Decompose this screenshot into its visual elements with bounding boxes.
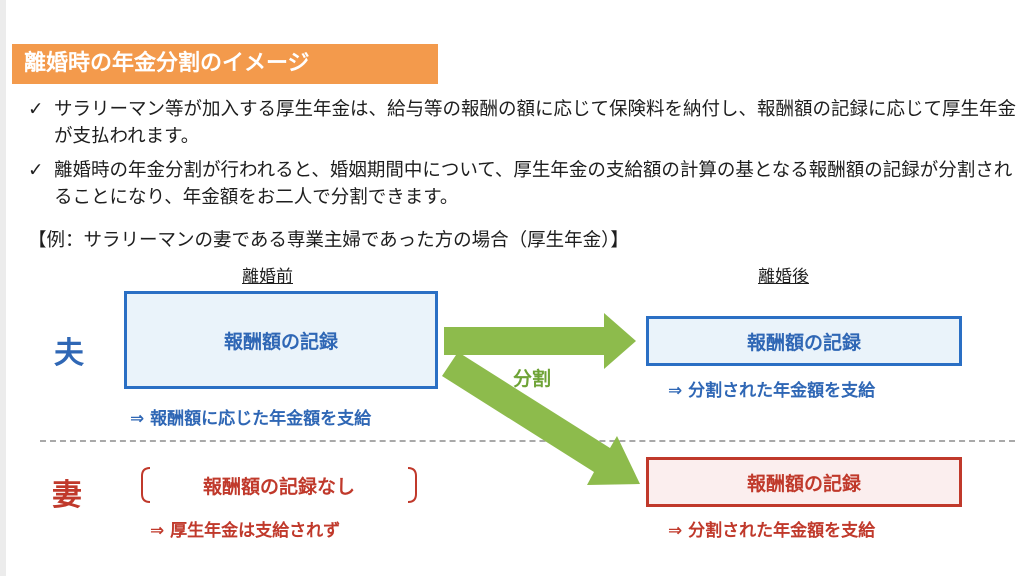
wife-before-note: ⇒ 厚生年金は支給されず: [150, 521, 341, 541]
wife-after-record-text: 報酬額の記録: [746, 472, 861, 495]
bullet-text: サラリーマン等が加入する厚生年金は、給与等の報酬の額に応じて保険料を納付し、報酬…: [54, 99, 1017, 147]
bullet-item: ✓ 離婚時の年金分割が行われると、婚姻期間中について、厚生年金の支給額の計算の基…: [28, 157, 1018, 211]
before-divorce-heading: 離婚前: [242, 267, 293, 287]
husband-after-note: ⇒ 分割された年金額を支給: [668, 381, 876, 401]
dashed-divider: [40, 440, 1015, 442]
husband-after-record-text: 報酬額の記録: [746, 331, 861, 354]
husband-label: 夫: [54, 336, 84, 371]
wife-no-record-text: 報酬額の記録なし: [202, 475, 355, 498]
bracket-icon: [141, 467, 417, 503]
wife-after-note: ⇒ 分割された年金額を支給: [668, 521, 876, 541]
example-heading: 【例：サラリーマンの妻である専業主婦であった方の場合（厚生年金）】: [28, 230, 629, 251]
split-label: 分割: [513, 368, 552, 390]
bullet-text: 離婚時の年金分割が行われると、婚姻期間中について、厚生年金の支給額の計算の基とな…: [54, 160, 1013, 208]
bullet-item: ✓ サラリーマン等が加入する厚生年金は、給与等の報酬の額に応じて保険料を納付し、…: [28, 96, 1018, 150]
checkmark-icon: ✓: [28, 160, 44, 181]
husband-record-box-before: 報酬額の記録: [124, 291, 438, 389]
husband-record-box-after: 報酬額の記録: [646, 316, 962, 366]
arrow-to-wife-icon: [442, 352, 640, 485]
wife-no-record-bracket: 報酬額の記録なし: [140, 466, 418, 504]
left-margin-rule: [0, 0, 6, 576]
section-title: 離婚時の年金分割のイメージ: [12, 44, 438, 84]
arrow-to-husband-icon: [444, 313, 636, 369]
after-divorce-heading: 離婚後: [758, 267, 809, 287]
wife-label: 妻: [52, 478, 82, 513]
wife-record-box-after: 報酬額の記録: [646, 457, 962, 507]
husband-before-note: ⇒ 報酬額に応じた年金額を支給: [130, 409, 372, 429]
checkmark-icon: ✓: [28, 99, 44, 120]
husband-record-text: 報酬額の記録: [223, 330, 338, 353]
